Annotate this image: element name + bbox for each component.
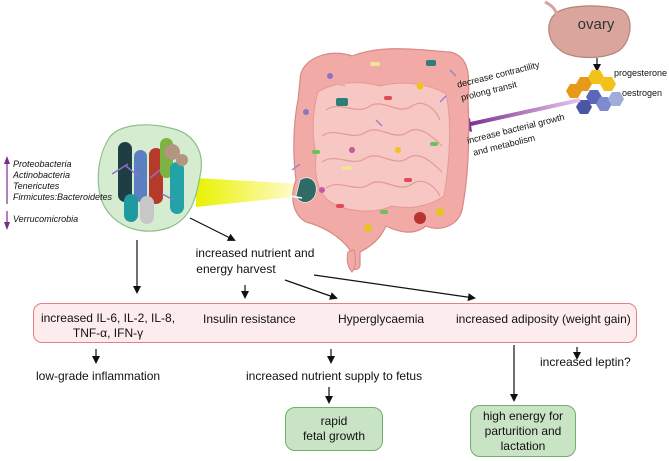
high-energy-line2: parturition and <box>484 423 562 438</box>
microbiota-cluster <box>97 124 202 232</box>
nutrient-harvest-line2: energy harvest <box>196 262 276 276</box>
increased-leptin: increased leptin? <box>540 355 631 369</box>
taxon-up-4: Firmicutes:Bacteroidetes <box>13 192 113 202</box>
hormone-molecules <box>566 70 624 114</box>
effects-bar <box>33 303 637 343</box>
nutrient-supply: increased nutrient supply to fetus <box>246 369 423 383</box>
taxon-up-3: Tenericutes <box>13 181 60 191</box>
hormone-arrow <box>465 98 581 127</box>
cytokines-line2: TNF-α, IFN-γ <box>72 326 144 340</box>
intestine-illustration <box>289 48 470 273</box>
cytokines-line1: increased IL-6, IL-2, IL-8, <box>40 311 176 325</box>
taxon-down-1: Verrucomicrobia <box>13 214 79 224</box>
fetal-growth-box: rapid fetal growth <box>285 407 383 451</box>
high-energy-box: high energy for parturition and lactatio… <box>470 405 576 457</box>
taxon-up-1: Proteobacteria <box>13 159 72 169</box>
fetal-growth-line2: fetal growth <box>302 429 366 443</box>
nutrient-harvest-line1: increased nutrient and <box>195 246 315 260</box>
high-energy-line1: high energy for <box>482 408 564 423</box>
ovary-shape <box>544 0 631 59</box>
ovary-label: ovary <box>577 16 615 33</box>
progesterone-label: progesterone <box>614 68 668 78</box>
insulin-resistance: Insulin resistance <box>203 312 296 326</box>
high-energy-line3: lactation <box>500 438 546 453</box>
flow-arrows <box>92 217 581 404</box>
low-grade-inflammation: low-grade inflammation <box>36 369 161 383</box>
taxon-up-2: Actinobacteria <box>13 170 71 180</box>
hyperglycaemia: Hyperglycaemia <box>338 312 425 326</box>
fetal-growth-line1: rapid <box>320 414 348 428</box>
oestrogen-label: oestrogen <box>622 88 663 98</box>
highlight-beam <box>196 178 302 207</box>
increased-adiposity: increased adiposity (weight gain) <box>456 312 631 326</box>
